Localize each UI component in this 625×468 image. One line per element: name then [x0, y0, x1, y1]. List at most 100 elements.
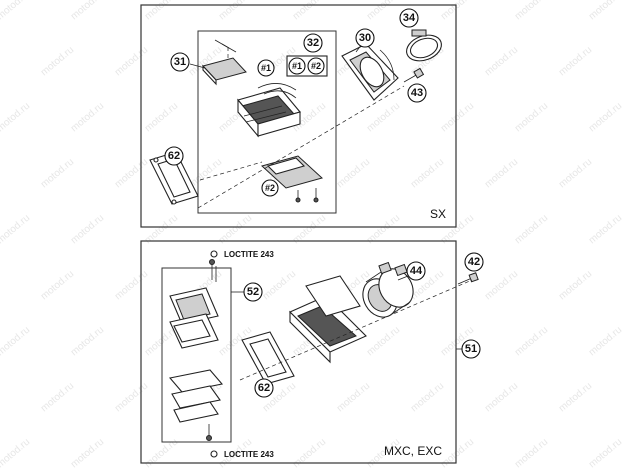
- alignment-line-bottom: [239, 279, 473, 381]
- bolt-part-bottom: [457, 272, 479, 285]
- bolt-part-top: [403, 67, 425, 83]
- loctite-note-bottom-text: LOCTITE 243: [224, 450, 274, 459]
- watermark-text: motod.ru: [113, 45, 150, 79]
- loctite-note-top-text: LOCTITE 243: [224, 250, 274, 259]
- watermark-text: motod.ru: [439, 0, 476, 22]
- callout-42: 42: [464, 252, 484, 272]
- watermark-text: motod.ru: [409, 157, 446, 191]
- watermark-text: motod.ru: [69, 325, 106, 359]
- watermark-text: motod.ru: [365, 0, 402, 22]
- watermark-text: motod.ru: [365, 325, 402, 359]
- callout-44: 44: [397, 261, 426, 281]
- watermark-text: motod.ru: [113, 381, 150, 415]
- watermark-text: motod.ru: [483, 157, 520, 191]
- alignment-line-top-b: [199, 161, 263, 181]
- gasket-part-bottom: [241, 331, 295, 385]
- watermark-text: motod.ru: [587, 213, 624, 247]
- reed-kit-frame: [197, 30, 337, 214]
- panel-sx-frame: [140, 4, 457, 228]
- intake-flange-part: [341, 43, 399, 101]
- watermark-text: motod.ru: [513, 0, 550, 22]
- panel-mxc-exc-label: MXC, EXC: [384, 444, 442, 458]
- watermark-text: motod.ru: [335, 381, 372, 415]
- watermark-text: motod.ru: [0, 325, 32, 359]
- callout-52-label: 52: [247, 286, 259, 298]
- watermark-text: motod.ru: [483, 45, 520, 79]
- callout-34-label: 34: [403, 12, 416, 24]
- watermark-text: motod.ru: [365, 101, 402, 135]
- watermark-text: motod.ru: [69, 437, 106, 468]
- callout-31: 31: [170, 52, 206, 72]
- watermark-text: motod.ru: [0, 437, 32, 468]
- callout-42-label: 42: [468, 256, 480, 268]
- kit-reed-petals-part: [168, 369, 224, 423]
- panel-mxc-exc-frame: [140, 240, 457, 464]
- watermark-text: motod.ru: [261, 269, 298, 303]
- watermark-text: motod.ru: [483, 269, 520, 303]
- reed-kit-frame-bottom: [161, 267, 232, 443]
- reed-valve-block-bottom-part: [289, 275, 367, 364]
- alignment-line-top: [197, 85, 405, 209]
- loctite-note-bottom: LOCTITE 243: [210, 450, 274, 459]
- hose-clamp-part: [406, 29, 442, 62]
- kit-screws-part: [206, 259, 217, 441]
- watermark-text: motod.ru: [439, 101, 476, 135]
- watermark-text: motod.ru: [409, 381, 446, 415]
- watermark-text: motod.ru: [587, 0, 624, 22]
- kit-reed-plate-part: [169, 287, 219, 349]
- marker-1-group: #1: [288, 57, 306, 75]
- callout-62-bottom-label: 62: [258, 382, 270, 394]
- panel-sx: 31 32 #1 #1 #2 #2 30 34: [140, 4, 457, 228]
- marker-1-top: #1: [257, 59, 275, 77]
- callout-31-label: 31: [174, 56, 186, 68]
- callout-43-label: 43: [411, 87, 423, 99]
- reed-shim-part: [260, 155, 324, 203]
- callout-32-label: 32: [307, 37, 319, 49]
- watermark-text: motod.ru: [557, 45, 594, 79]
- watermark-text: motod.ru: [39, 381, 76, 415]
- watermark-text: motod.ru: [143, 101, 180, 135]
- callout-62-top: 62: [164, 146, 184, 166]
- panel-sx-label: SX: [430, 207, 446, 221]
- watermark-text: motod.ru: [0, 269, 2, 303]
- watermark-text: motod.ru: [39, 269, 76, 303]
- callout-62-bottom: 62: [254, 378, 274, 398]
- marker-2-bottom-label: #2: [265, 183, 275, 193]
- watermark-text: motod.ru: [143, 0, 180, 22]
- watermark-text: motod.ru: [39, 45, 76, 79]
- watermark-text: motod.ru: [0, 101, 32, 135]
- watermark-text: motod.ru: [513, 101, 550, 135]
- watermark-text: motod.ru: [69, 213, 106, 247]
- marker-1-top-label: #1: [261, 63, 271, 73]
- callout-62-top-label: 62: [168, 150, 180, 162]
- watermark-text: motod.ru: [0, 213, 32, 247]
- callout-34: 34: [399, 8, 419, 28]
- watermark-text: motod.ru: [513, 213, 550, 247]
- panel-mxc-exc: LOCTITE 243 LOCTITE 243 52 44 42 51: [140, 240, 484, 464]
- marker-1-group-label: #1: [292, 61, 302, 71]
- watermark-text: motod.ru: [291, 0, 328, 22]
- watermark-text: motod.ru: [0, 157, 2, 191]
- watermark-text: motod.ru: [513, 437, 550, 468]
- watermark-text: motod.ru: [0, 45, 2, 79]
- watermark-text: motod.ru: [0, 0, 32, 22]
- callout-30-label: 30: [359, 32, 371, 44]
- watermark-text: motod.ru: [113, 157, 150, 191]
- watermark-text: motod.ru: [39, 157, 76, 191]
- intake-boot-part: [362, 261, 414, 318]
- watermark-text: motod.ru: [557, 381, 594, 415]
- watermark-text: motod.ru: [217, 0, 254, 22]
- callout-51-label: 51: [465, 343, 477, 355]
- watermark-text: motod.ru: [587, 325, 624, 359]
- watermark-text: motod.ru: [513, 325, 550, 359]
- callout-44-label: 44: [410, 265, 423, 277]
- watermark-text: motod.ru: [0, 381, 2, 415]
- callout-52: 52: [231, 282, 263, 302]
- callout-30: 30: [355, 28, 375, 53]
- callout-43: 43: [407, 83, 427, 103]
- callout-51: 51: [456, 339, 481, 359]
- reed-plate-part: [202, 39, 247, 86]
- marker-2-group-label: #2: [311, 61, 321, 71]
- watermark-text: motod.ru: [557, 157, 594, 191]
